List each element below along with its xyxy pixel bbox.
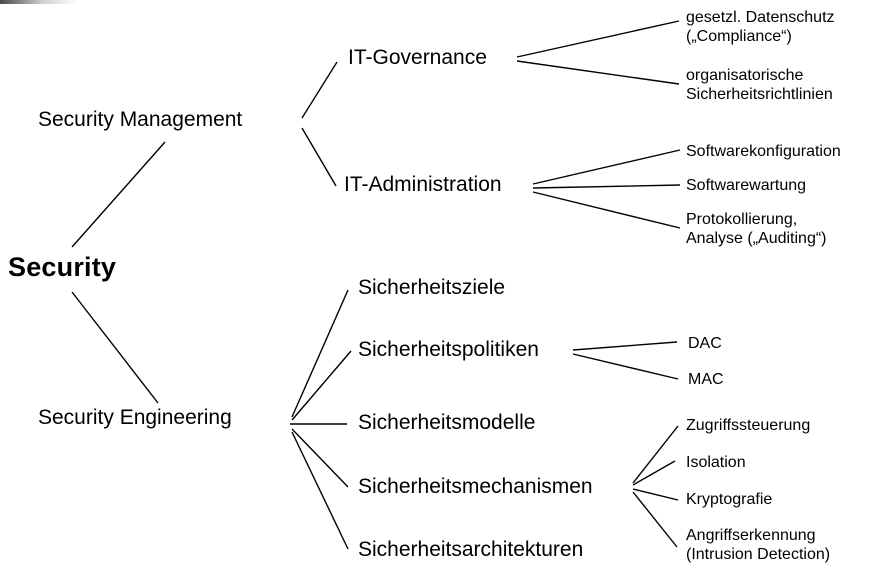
leaf-line: Softwarewartung xyxy=(686,177,807,194)
edge-governance-to-richtlinien xyxy=(516,60,680,85)
leaf-angriffserkennung-intrusion-detection: Angriffserkennung (Intrusion Detection) xyxy=(686,526,830,564)
edge-mechanismen-to-isolation xyxy=(632,460,676,486)
leaf-line: DAC xyxy=(688,335,722,352)
edge-security-to-engineering xyxy=(71,291,159,404)
leaf-line: organisatorische xyxy=(686,67,804,84)
leaf-zugriffssteuerung: Zugriffssteuerung xyxy=(686,416,810,435)
leaf-softwarewartung: Softwarewartung xyxy=(686,176,806,195)
node-sicherheitsarchitekturen: Sicherheitsarchitekturen xyxy=(358,538,584,561)
leaf-line: Analyse („Auditing“) xyxy=(686,230,827,247)
leaf-line: MAC xyxy=(688,371,724,388)
node-security-root: Security xyxy=(8,252,117,282)
leaf-line: („Compliance“) xyxy=(686,28,792,45)
leaf-softwarekonfiguration: Softwarekonfiguration xyxy=(686,142,841,161)
leaf-line: Protokollierung, xyxy=(686,211,798,228)
leaf-line: Sicherheitsrichtlinien xyxy=(686,86,833,103)
window-edge-artifact xyxy=(0,0,78,4)
edge-mechanismen-to-kryptografie xyxy=(632,488,679,501)
leaf-line: Kryptografie xyxy=(686,491,773,508)
node-sicherheitspolitiken: Sicherheitspolitiken xyxy=(358,338,539,361)
leaf-line: (Intrusion Detection) xyxy=(686,546,831,563)
edge-security-to-management xyxy=(71,141,166,248)
edge-politiken-to-dac xyxy=(572,341,678,351)
leaf-line: Isolation xyxy=(686,454,746,471)
leaf-isolation: Isolation xyxy=(686,453,746,472)
leaf-line: gesetzl. Datenschutz xyxy=(686,9,835,26)
edge-politiken-to-mac xyxy=(572,353,679,380)
node-it-governance: IT-Governance xyxy=(348,46,487,69)
leaf-line: Softwarekonfiguration xyxy=(686,143,841,160)
node-sicherheitsmodelle: Sicherheitsmodelle xyxy=(358,411,536,434)
edge-engineering-to-architekturen xyxy=(291,431,349,550)
edge-mechanismen-to-zugriffssteuerung xyxy=(632,425,679,484)
edge-engineering-to-mechanismen xyxy=(291,428,349,488)
edge-management-to-governance xyxy=(301,61,338,119)
leaf-mac: MAC xyxy=(688,370,724,389)
node-it-administration: IT-Administration xyxy=(344,173,502,196)
edge-engineering-to-politiken xyxy=(291,350,352,421)
edge-administration-to-protokollierung xyxy=(532,191,681,229)
edge-governance-to-datenschutz xyxy=(516,20,680,58)
leaf-kryptografie: Kryptografie xyxy=(686,490,772,509)
edge-engineering-to-ziele xyxy=(291,289,349,418)
node-security-engineering: Security Engineering xyxy=(38,406,232,429)
edge-administration-to-wartung xyxy=(532,184,681,189)
node-sicherheitsmechanismen: Sicherheitsmechanismen xyxy=(358,475,593,498)
leaf-organisatorische-sicherheitsrichtlinien: organisatorische Sicherheitsrichtlinien xyxy=(686,66,833,104)
leaf-dac: DAC xyxy=(688,334,722,353)
node-security-management: Security Management xyxy=(38,108,243,131)
edge-management-to-administration xyxy=(301,127,337,187)
edge-mechanismen-to-angriffserkennung xyxy=(632,491,678,548)
leaf-line: Angriffserkennung xyxy=(686,527,816,544)
leaf-protokollierung-analyse-auditing: Protokollierung, Analyse („Auditing“) xyxy=(686,210,827,248)
leaf-gesetzl-datenschutz-compliance: gesetzl. Datenschutz („Compliance“) xyxy=(686,8,835,46)
edge-administration-to-konfiguration xyxy=(532,149,681,185)
node-sicherheitsziele: Sicherheitsziele xyxy=(358,276,506,299)
leaf-line: Zugriffssteuerung xyxy=(686,417,811,434)
